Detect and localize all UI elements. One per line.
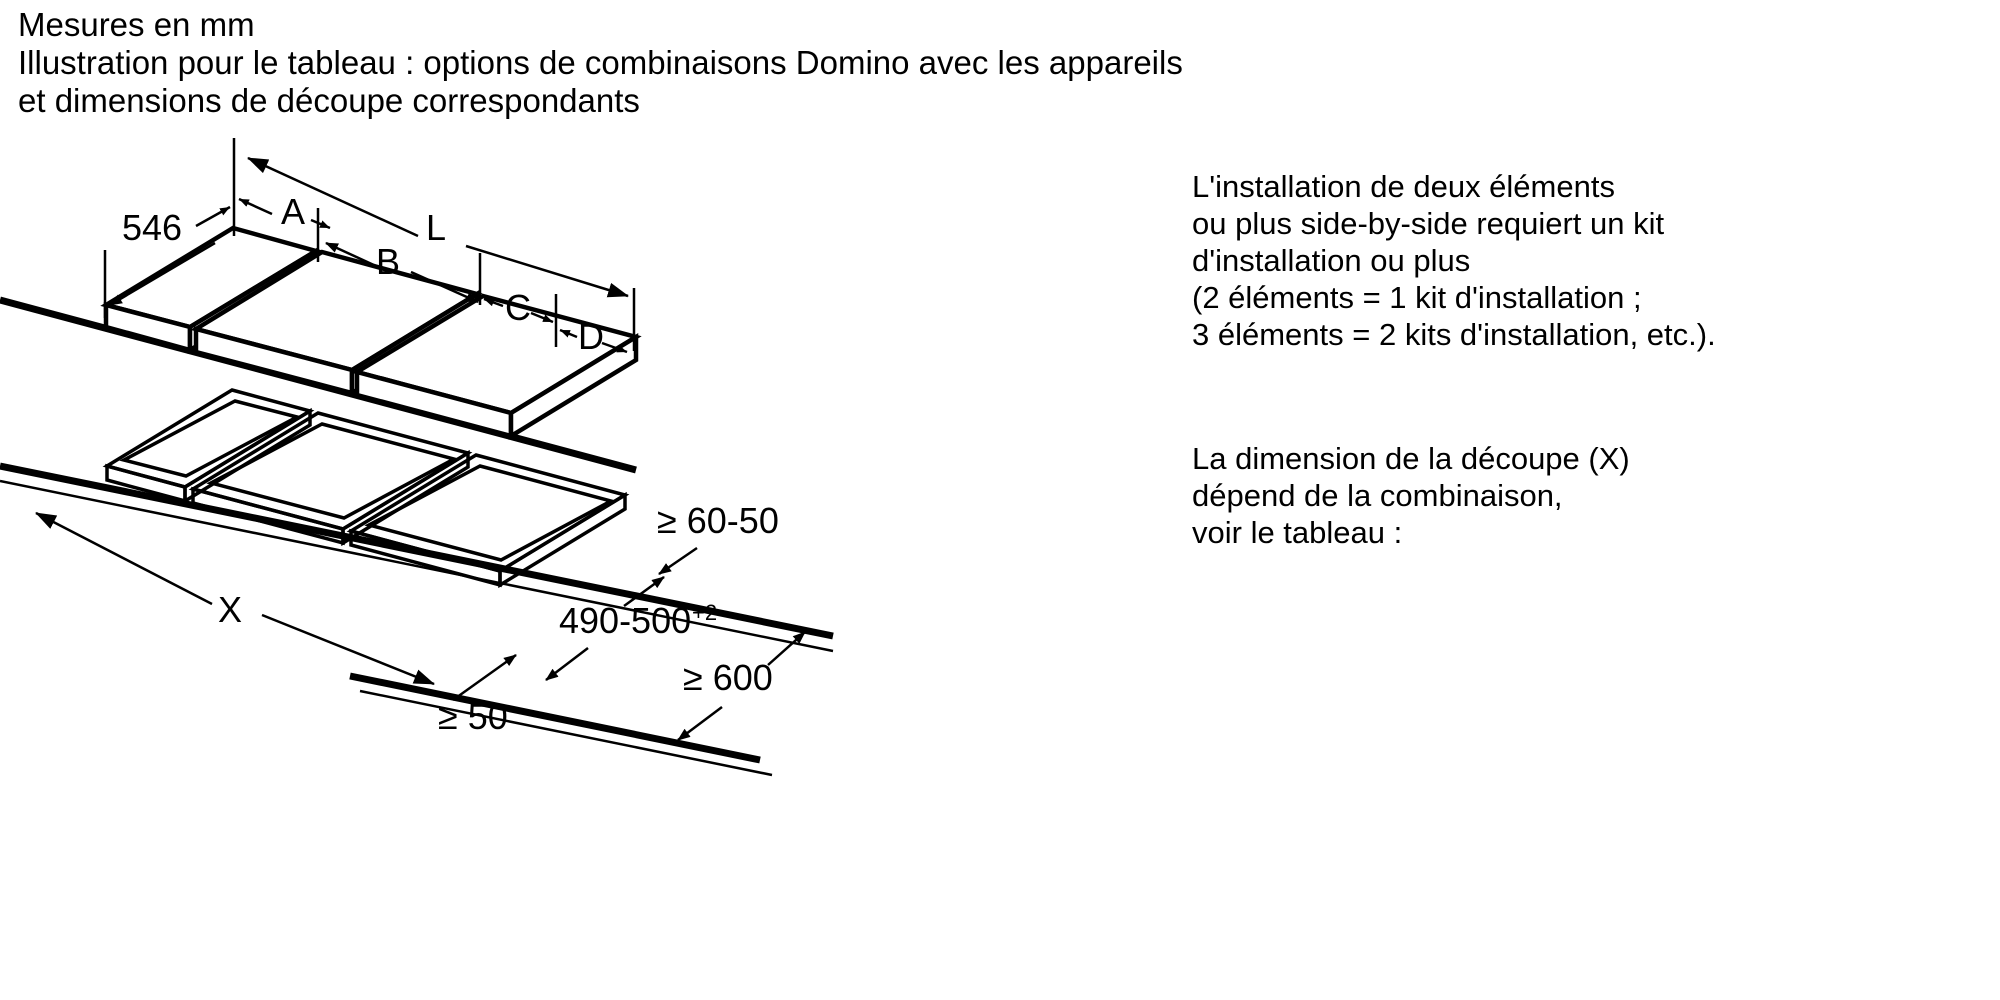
note-kit-line-4: (2 éléments = 1 kit d'installation ; [1192, 280, 1642, 315]
label-490-500-tolerance: +2 [692, 600, 717, 625]
label-min-600: ≥ 600 [683, 657, 773, 698]
label-min-50: ≥ 50 [438, 696, 508, 737]
label-B: B [376, 241, 400, 282]
note-cutout-dimension: La dimension de la découpe (X) dépend de… [1192, 440, 1892, 551]
label-490-500-group: 490-500 +2 [559, 600, 717, 641]
header-line-caption-2: et dimensions de découpe correspondants [18, 82, 640, 119]
appliance-panel-right [351, 293, 642, 441]
label-546: 546 [122, 207, 182, 248]
note-cutout-line-2: dépend de la combinaison, [1192, 478, 1563, 513]
note-cutout-line-3: voir le tableau : [1192, 515, 1403, 550]
label-X: X [218, 589, 242, 630]
worktop-front-edge [349, 672, 773, 777]
header-line-units: Mesures en mm [18, 6, 255, 43]
label-min-60-50: ≥ 60-50 [657, 500, 779, 541]
note-cutout-line-1: La dimension de la découpe (X) [1192, 441, 1630, 476]
cutout-frame-left [102, 388, 315, 505]
note-kit-line-2: ou plus side-by-side requiert un kit [1192, 206, 1665, 241]
dimension-labels-upper: 546 A B C D L [122, 191, 604, 357]
label-C: C [505, 287, 531, 328]
note-kit-line-1: L'installation de deux éléments [1192, 169, 1615, 204]
cutout-frame-middle [188, 411, 473, 547]
dimension-arrows-upper [109, 156, 629, 354]
cutout-frame-right [346, 453, 630, 589]
dimension-arrows-lower [35, 511, 806, 741]
note-kit-line-3: d'installation ou plus [1192, 243, 1471, 278]
label-L: L [426, 207, 446, 248]
header-line-caption-1: Illustration pour le tableau : options d… [18, 44, 1183, 81]
label-490-500: 490-500 [559, 600, 691, 641]
worktop-rear-edge [0, 462, 834, 653]
dimension-labels-lower: X ≥ 50 490-500 +2 ≥ 60-50 ≥ 600 [218, 500, 779, 737]
label-D: D [578, 316, 604, 357]
witness-lines-upper [103, 138, 636, 351]
note-installation-kit: L'installation de deux éléments ou plus … [1192, 168, 1892, 353]
header-text-block: Mesures en mm Illustration pour le table… [18, 6, 1518, 120]
label-A: A [281, 191, 305, 232]
note-kit-line-5: 3 éléments = 2 kits d'installation, etc.… [1192, 317, 1716, 352]
